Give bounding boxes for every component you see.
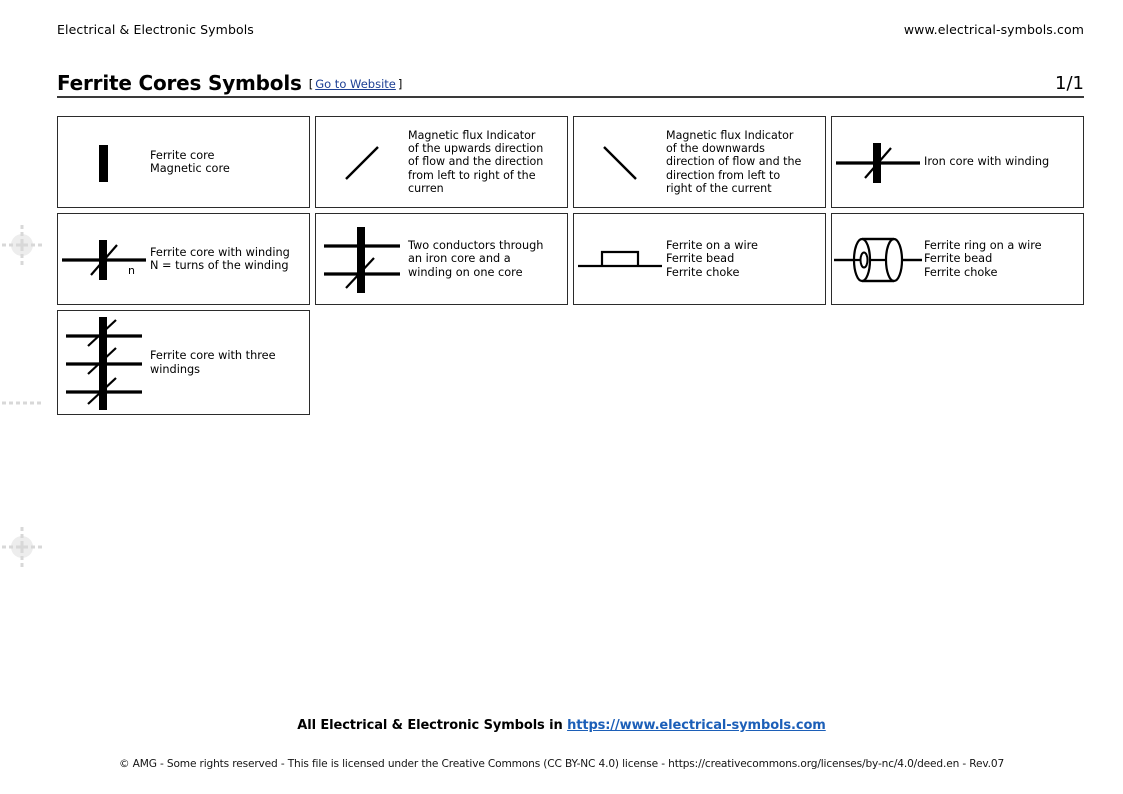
winding-turns-label: n <box>128 264 135 277</box>
ferrite-core-with-winding-icon: n <box>58 214 150 304</box>
header-site-url: www.electrical-symbols.com <box>903 22 1084 37</box>
symbol-label: Two conductors through an iron core and … <box>408 239 544 279</box>
go-to-website-wrap: [Go to Website] <box>309 77 403 91</box>
symbol-card[interactable]: Ferrite core with three windings <box>57 310 310 415</box>
symbol-card[interactable]: Iron core with winding <box>831 116 1084 208</box>
symbol-card[interactable]: n Ferrite core with winding N = turns of… <box>57 213 310 305</box>
ferrite-bead-on-wire-icon <box>574 214 666 304</box>
page-header: Electrical & Electronic Symbols www.elec… <box>57 22 1084 40</box>
footer-legal-text: © AMG - Some rights reserved - This file… <box>118 758 1005 770</box>
symbol-label: Ferrite ring on a wire Ferrite bead Ferr… <box>924 239 1042 279</box>
registration-mark-icon-2 <box>0 525 44 569</box>
symbol-card[interactable]: Magnetic flux Indicator of the downwards… <box>573 116 826 208</box>
symbol-label: Ferrite core with winding N = turns of t… <box>150 245 290 272</box>
go-to-website-link[interactable]: Go to Website <box>315 77 396 91</box>
symbol-card[interactable]: Ferrite ring on a wire Ferrite bead Ferr… <box>831 213 1084 305</box>
symbol-label: Ferrite core Magnetic core <box>150 148 230 175</box>
symbol-card[interactable]: Ferrite on a wire Ferrite bead Ferrite c… <box>573 213 826 305</box>
ferrite-core-three-windings-icon <box>58 311 150 414</box>
ferrite-core-bar-icon <box>58 117 150 207</box>
symbol-label: Magnetic flux Indicator of the downwards… <box>666 129 802 195</box>
bracket-close: ] <box>397 77 403 91</box>
iron-core-with-winding-icon <box>832 117 924 207</box>
symbol-card[interactable]: Two conductors through an iron core and … <box>315 213 568 305</box>
magnetic-flux-down-arrow-icon <box>574 117 666 207</box>
title-bar: Ferrite Cores Symbols [Go to Website] 1/… <box>57 68 1084 98</box>
registration-dots-icon <box>2 392 48 405</box>
footer-main-prefix: All Electrical & Electronic Symbols in <box>297 718 568 733</box>
header-site-name: Electrical & Electronic Symbols <box>57 22 254 37</box>
two-conductors-one-core-icon <box>316 214 408 304</box>
bracket-open: [ <box>308 77 314 91</box>
page-title: Ferrite Cores Symbols <box>57 71 302 95</box>
footer-main: All Electrical & Electronic Symbols in h… <box>0 718 1123 733</box>
registration-mark-icon <box>0 223 44 267</box>
symbol-label: Ferrite on a wire Ferrite bead Ferrite c… <box>666 239 758 279</box>
symbol-label: Iron core with winding <box>924 155 1050 169</box>
symbol-card[interactable]: Ferrite core Magnetic core <box>57 116 310 208</box>
title-group: Ferrite Cores Symbols [Go to Website] <box>57 73 402 93</box>
symbol-card[interactable]: Magnetic flux Indicator of the upwards d… <box>315 116 568 208</box>
symbol-label: Ferrite core with three windings <box>150 349 276 376</box>
symbol-grid: Ferrite core Magnetic core Magnetic flux… <box>57 116 1085 415</box>
page-indicator: 1/1 <box>1055 73 1084 94</box>
footer-site-link[interactable]: https://www.electrical-symbols.com <box>567 718 826 733</box>
ferrite-ring-on-wire-icon <box>832 214 924 304</box>
magnetic-flux-up-arrow-icon <box>316 117 408 207</box>
symbol-label: Magnetic flux Indicator of the upwards d… <box>408 129 544 195</box>
